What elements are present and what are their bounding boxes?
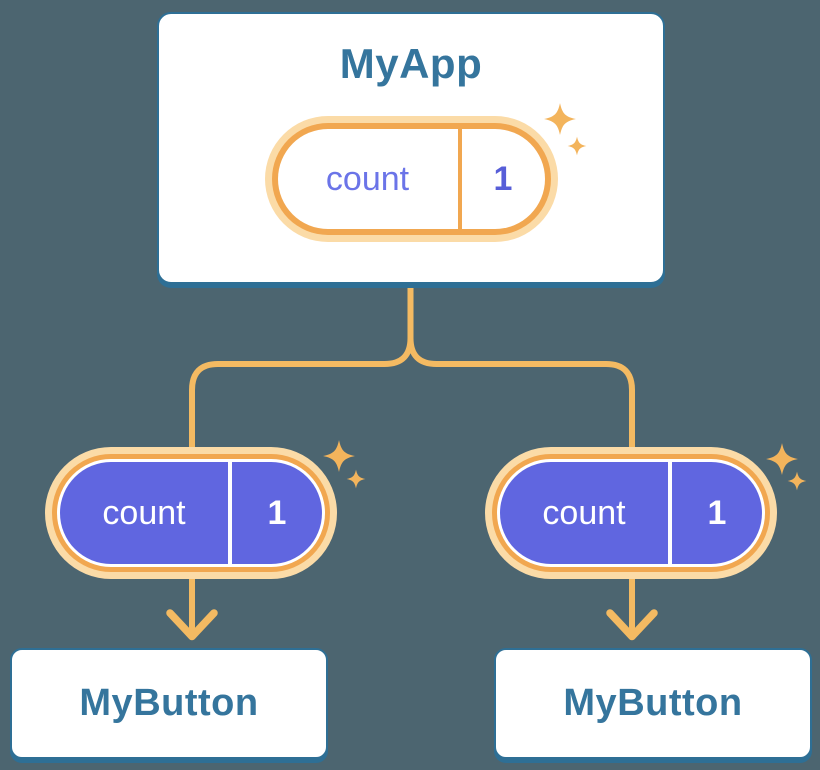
child-component-card-left: MyButton bbox=[10, 648, 328, 759]
root-component-card: MyApp count 1 bbox=[157, 12, 665, 284]
child-state-pill-right: count 1 bbox=[485, 447, 777, 579]
child-state-pill-ring: count 1 bbox=[492, 454, 770, 572]
child-state-pill-left: count 1 bbox=[45, 447, 337, 579]
child-component-title: MyButton bbox=[79, 682, 259, 724]
root-state-pill-ring: count 1 bbox=[271, 123, 551, 235]
child-state-pill-gap: count 1 bbox=[57, 459, 325, 567]
arrow-down-icon bbox=[606, 609, 658, 641]
child-state-pill-body: count 1 bbox=[60, 462, 322, 564]
sparkle-icon bbox=[346, 469, 366, 489]
state-label: count bbox=[102, 493, 186, 532]
arrow-down-icon bbox=[166, 609, 218, 641]
sparkle-icon bbox=[323, 440, 355, 472]
state-value: 1 bbox=[707, 493, 727, 532]
root-component-title: MyApp bbox=[339, 40, 483, 87]
child-state-pill-body: count 1 bbox=[500, 462, 762, 564]
root-state-pill-body: count 1 bbox=[277, 129, 545, 229]
sparkle-icon bbox=[544, 103, 576, 135]
sparkle-icon bbox=[787, 471, 807, 491]
pill-divider bbox=[228, 462, 232, 564]
sparkle-icon bbox=[766, 443, 798, 475]
sparkle-icon bbox=[567, 136, 587, 156]
state-label: count bbox=[542, 493, 626, 532]
child-state-pill-ring: count 1 bbox=[52, 454, 330, 572]
state-value: 1 bbox=[267, 493, 287, 532]
pill-divider bbox=[457, 129, 462, 229]
child-component-card-right: MyButton bbox=[494, 648, 812, 759]
child-state-pill-gap: count 1 bbox=[497, 459, 765, 567]
state-label: count bbox=[325, 159, 410, 198]
connector-right bbox=[407, 283, 635, 634]
pill-divider bbox=[668, 462, 672, 564]
root-state-pill: count 1 bbox=[264, 116, 558, 242]
child-component-title: MyButton bbox=[563, 682, 743, 724]
state-value: 1 bbox=[493, 159, 513, 198]
